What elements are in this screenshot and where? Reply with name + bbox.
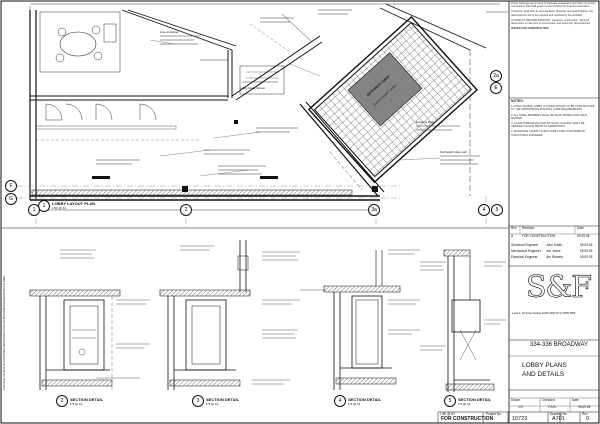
view-scale-1: 1:50 @ A1 <box>52 206 67 210</box>
consultant-role-3: Electrical Engineer <box>511 255 538 259</box>
drawing-notes: NOTES: 1. ATRIA, ROOMS, LOBBY & OTHER SP… <box>511 99 597 139</box>
view-scale-5: 1:5 @ A1 <box>458 402 471 406</box>
plan-label-entrance-door: Entrance Door <box>416 120 435 124</box>
view-number-2: 2 <box>56 395 68 407</box>
rev-label: Rev <box>582 412 588 416</box>
consultant-date-1: 05.09.05 <box>580 243 593 247</box>
grid-bubble-5: 5 <box>491 204 503 216</box>
consultant-name-2: Joe Jones <box>546 249 561 253</box>
view-title-2: SECTION DETAIL <box>70 397 104 402</box>
notes-heading: NOTES: <box>511 99 524 103</box>
grid-bubble-1: 1 <box>28 204 40 216</box>
revision-number: 0 <box>586 416 590 422</box>
project-name: 334-336 BROADWAY <box>530 342 589 348</box>
project-number: 10723 <box>512 416 528 422</box>
consultant-date-2: 05.09.05 <box>580 249 593 253</box>
consultant-name-3: Jim Roberts <box>546 255 564 259</box>
revision-desc: FOR CONSTRUCTION <box>522 234 556 238</box>
view-title-1: LOBBY LAYOUT PLAN <box>52 201 96 206</box>
grid-bubble-2: 2 <box>180 204 192 216</box>
lobby-layout-plan <box>6 3 508 228</box>
view-scale-4: 1:5 @ A1 <box>348 402 361 406</box>
grid-bubble-2a: 2a <box>490 70 502 82</box>
grid-bubble-3a: 3a <box>368 204 380 216</box>
general-notes: These drawings are a result of adequate … <box>511 2 597 32</box>
section-details <box>29 240 506 392</box>
view-scale-2: 1:5 @ A1 <box>70 402 83 406</box>
revision-header-date: Date <box>577 226 584 230</box>
drawing-no-label: Drawing No. <box>550 412 568 416</box>
note-4: 4. ENTRANCE CANOPY STRUCTURE TO BE CONFI… <box>511 130 586 137</box>
drawn-value: J.S. <box>518 405 524 409</box>
view-scale-3: 1:5 @ A1 <box>206 402 219 406</box>
drawing-title-line-2: AND DETAILS <box>522 371 565 378</box>
consultant-role-1: Structural Engineer <box>511 243 539 247</box>
top-note-1: These drawings are a result of adequate … <box>511 2 596 9</box>
firm-address: Level 4, 20 Street Sydney NSW 2000 Ph 02… <box>512 312 576 315</box>
grid-bubble-e: E <box>490 82 502 94</box>
top-note-3: CONTRACT RECORD DRAWING. Issued for cons… <box>511 18 591 26</box>
checked-value: F.A.B. <box>548 405 557 409</box>
drawing-number: A701 <box>552 416 565 422</box>
date-value: 05.09.05 <box>578 405 591 409</box>
drawing-title-line-1: LOBBY PLANS <box>522 362 567 369</box>
grid-bubble-4: 4 <box>478 204 490 216</box>
date-label: Date <box>572 398 579 402</box>
consultant-date-3: 05.09.05 <box>580 255 593 259</box>
revision-rev: A <box>511 234 514 238</box>
grid-bubble-f: F <box>5 180 17 192</box>
view-title-4: SECTION DETAIL <box>348 397 382 402</box>
plan-label-line-of-awning: Line of Awning <box>160 30 179 34</box>
firm-logo-text: S&F <box>526 270 593 306</box>
view-number-3: 3 <box>192 395 204 407</box>
drawn-label: Drawn <box>511 398 521 402</box>
view-number-4: 4 <box>334 395 346 407</box>
project-no-label: Project No. <box>486 412 502 416</box>
plan-label-lobby-glass-screen: Lobby Glass Screen <box>240 86 266 90</box>
issue-stamp: ISSUED FOR CONSTRUCTION <box>511 27 549 31</box>
checked-label: Checked <box>542 398 555 402</box>
consultant-name-1: John Smith <box>546 243 562 247</box>
view-title-3: SECTION DETAIL <box>206 397 240 402</box>
status-label: FOR CONSTRUCTION <box>441 416 494 422</box>
view-number-5: 5 <box>444 395 456 407</box>
plot-stamp: PLOTTED: 05.09.05 10:23AM \\SERVER\PROJE… <box>3 275 6 390</box>
scale-label: 1:50 @ A1 <box>440 412 455 416</box>
plan-label-full-height-glass: Full height Glass wall <box>440 150 467 154</box>
note-1: 1. ATRIA, ROOMS, LOBBY & OTHER SPACES TO… <box>511 105 595 112</box>
top-note-2: Contractor shall refer to all consultant… <box>511 10 594 17</box>
revision-date: 05.09.05 <box>577 234 590 238</box>
note-2: 2. ALL STEEL MEMBERS SHALL BE SHOP PRIME… <box>511 113 587 120</box>
view-title-5: SECTION DETAIL <box>458 397 492 402</box>
revision-header-desc: Revision <box>522 226 535 230</box>
consultant-role-2: Mechanical Engineer <box>511 249 541 253</box>
note-3: 3. GLASS DIMENSIONS FOR SKYLIGHT GLAZING… <box>511 122 585 129</box>
revision-header-rev: Rev <box>511 226 517 230</box>
title-block-frame <box>437 97 599 423</box>
grid-bubble-g: G <box>5 193 17 205</box>
firm-logo <box>524 270 576 308</box>
